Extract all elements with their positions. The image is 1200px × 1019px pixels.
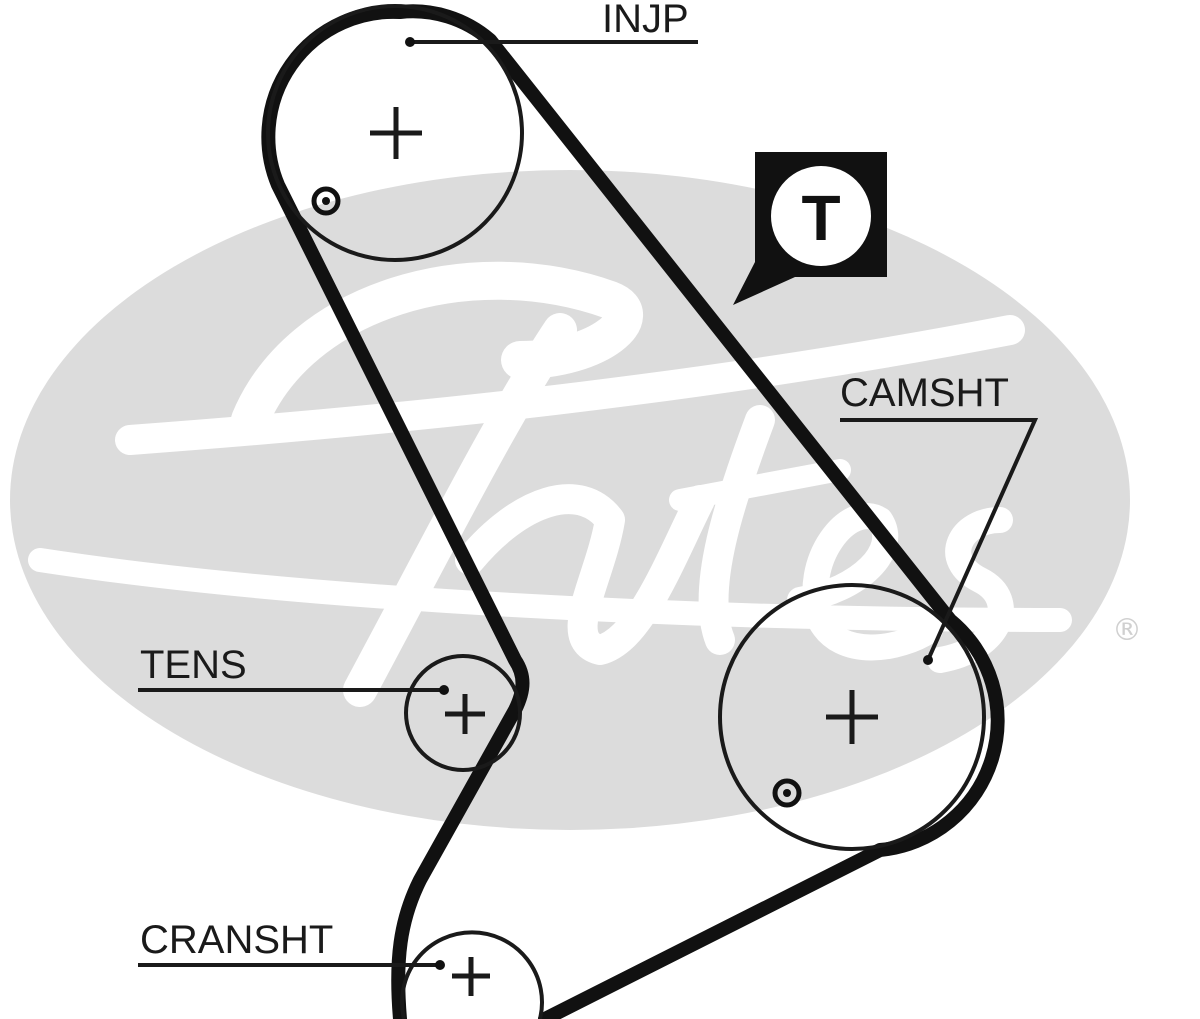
camshaft-pulley (718, 583, 986, 851)
tens-leader-dot (439, 685, 449, 695)
timing-badge-circle (771, 166, 871, 266)
injection-pump-pulley (266, 4, 524, 262)
logo-stroke-g (343, 313, 577, 707)
cransht-leader-dot (435, 960, 445, 970)
crankshaft-outline (400, 930, 544, 1019)
logo-stroke-t-cross (669, 459, 851, 511)
timing-badge: T (733, 152, 887, 305)
camshaft-timing-dot (783, 789, 791, 797)
injection-pump-outline (266, 4, 524, 262)
injection-pump-timing-dot (322, 197, 330, 205)
logo-stroke-top (231, 261, 643, 439)
leader-lines (138, 40, 1039, 967)
gates-logo-watermark: ® (10, 170, 1142, 830)
camsht-leader-dot (923, 655, 933, 665)
logo-stroke-long (115, 315, 1025, 455)
camsht-leader (840, 418, 1039, 661)
logo-stroke-bottom (28, 548, 1072, 632)
leader-endpoints (405, 37, 933, 970)
camshaft-timing-mark (772, 778, 802, 808)
label-injection-pump: INJP (602, 0, 689, 41)
label-camshaft: CAMSHT (840, 371, 1009, 415)
tensioner-center-mark (445, 694, 485, 734)
camshaft-center-mark (826, 690, 878, 744)
injp-leader-dot (405, 37, 415, 47)
tensioner-outline (404, 654, 522, 772)
crankshaft-pulley (400, 930, 544, 1019)
label-tensioner: TENS (140, 643, 247, 687)
injection-pump-center-mark (370, 107, 422, 159)
camshaft-outline (718, 583, 986, 851)
logo-stroke-s (927, 507, 1014, 673)
crankshaft-center-mark (452, 957, 490, 996)
logo-wordmark-strokes (28, 261, 1072, 707)
registered-mark: ® (1112, 613, 1142, 648)
injection-pump-timing-mark (311, 186, 341, 216)
tensioner-pulley (404, 654, 522, 772)
timing-badge-letter: T (801, 182, 840, 254)
logo-stroke-e (787, 503, 943, 661)
label-crankshaft: CRANSHT (140, 918, 333, 962)
